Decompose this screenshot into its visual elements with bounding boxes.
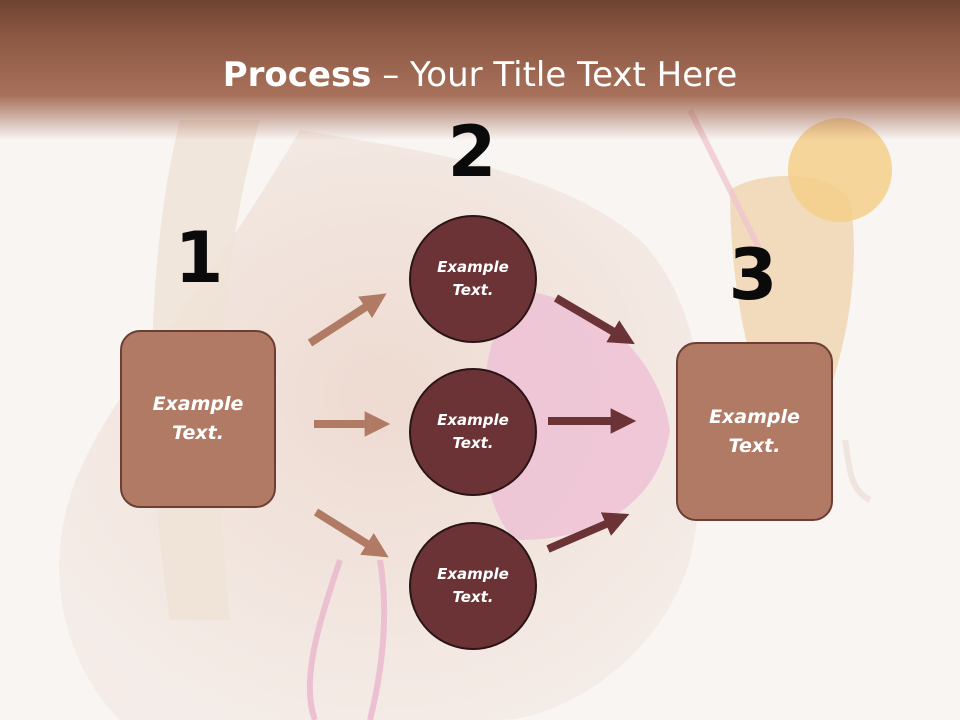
slide-title: Process – Your Title Text Here (0, 52, 960, 98)
title-bar (0, 0, 960, 140)
step-3-box: Example Text. (676, 342, 833, 521)
circle-bottom-label: Example Text. (437, 565, 509, 606)
step-1-box: Example Text. (120, 330, 276, 508)
arrow-top-to-3 (553, 294, 635, 345)
arrow-1-to-bottom (313, 508, 389, 558)
title-rest: – Your Title Text Here (371, 55, 738, 95)
step-number-3: 3 (728, 234, 778, 316)
step-3-label: Example Text. (709, 405, 800, 457)
step-2-circle-top: Example Text. (409, 215, 537, 343)
circle-middle-label: Example Text. (437, 411, 509, 452)
arrow-bottom-to-3 (546, 512, 630, 553)
step-number-2: 2 (447, 111, 497, 193)
title-bold: Process (222, 55, 372, 95)
step-1-label: Example Text. (152, 393, 244, 444)
arrow-1-to-top (307, 293, 387, 347)
circle-top-label: Example Text. (437, 258, 509, 299)
step-2-circle-bottom: Example Text. (409, 522, 537, 650)
step-2-circle-middle: Example Text. (409, 368, 537, 496)
step-number-1: 1 (174, 217, 224, 299)
